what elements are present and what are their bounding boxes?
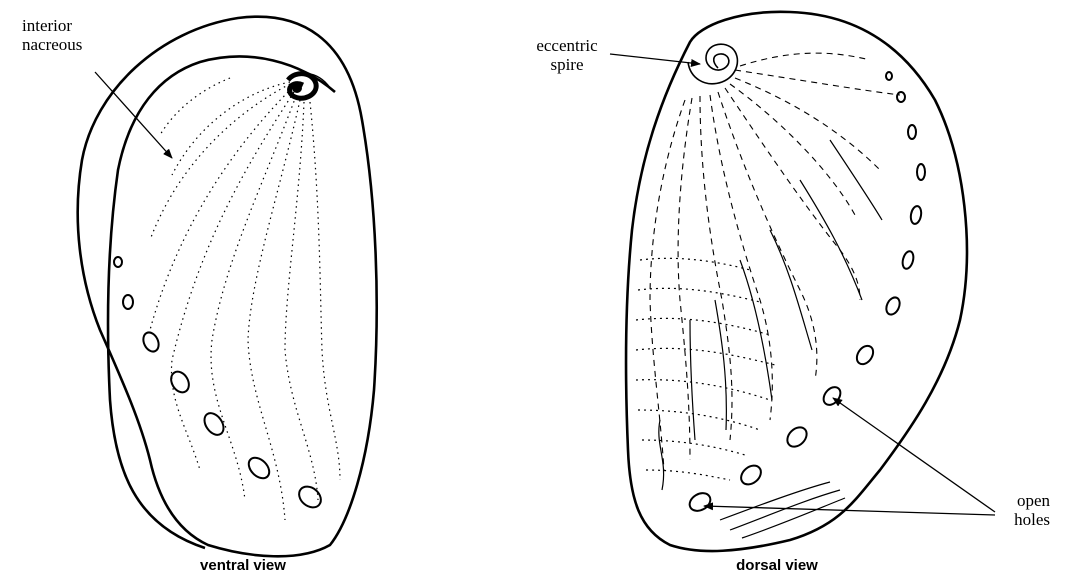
dorsal-outer-outline: [626, 12, 967, 551]
dorsal-rib-strokes: [659, 140, 882, 490]
ventral-apex-spiral: [288, 73, 330, 98]
open-hole: [884, 295, 902, 316]
open-holes-arrow-upper: [833, 398, 995, 512]
open-hole: [737, 462, 764, 488]
ventral-nacre-lines: [150, 78, 340, 520]
ventral-shell: [78, 17, 377, 557]
interior-label-line2: nacreous: [22, 35, 82, 54]
open-hole: [886, 72, 892, 80]
ventral-hole: [201, 410, 228, 439]
eccentric-spire-label: eccentric spire: [527, 36, 607, 74]
eccentric-spire-arrow: [610, 54, 700, 64]
open-hole: [917, 164, 925, 180]
open-hole: [820, 384, 844, 408]
dorsal-growth-lines: [636, 258, 775, 480]
dorsal-radial-lines: [650, 53, 900, 470]
open-hole: [901, 250, 915, 270]
open-hole: [854, 343, 877, 367]
spire-label-line2: spire: [527, 55, 607, 74]
ventral-hole: [245, 454, 273, 482]
open-hole: [784, 424, 811, 451]
open-hole: [686, 490, 713, 515]
ventral-view-caption: ventral view: [173, 557, 313, 574]
ventral-hole: [140, 330, 161, 354]
open-hole: [910, 205, 923, 224]
ventral-hole: [123, 295, 133, 309]
open-hole: [897, 92, 905, 102]
dorsal-shell: [610, 12, 995, 551]
ventral-hole: [114, 257, 122, 267]
open-holes-label: open holes: [1000, 491, 1050, 529]
holes-label-line2: holes: [1000, 510, 1050, 529]
ventral-hole: [295, 482, 325, 511]
ventral-outer-outline: [78, 17, 377, 557]
ventral-holes: [114, 257, 325, 512]
dorsal-view-caption: dorsal view: [707, 557, 847, 574]
interior-label-line1: interior: [22, 16, 82, 35]
holes-label-line1: open: [1000, 491, 1050, 510]
spire-label-line1: eccentric: [527, 36, 607, 55]
interior-nacreous-label: interior nacreous: [22, 16, 82, 54]
ventral-inner-lip: [108, 57, 335, 548]
open-hole: [908, 125, 916, 139]
